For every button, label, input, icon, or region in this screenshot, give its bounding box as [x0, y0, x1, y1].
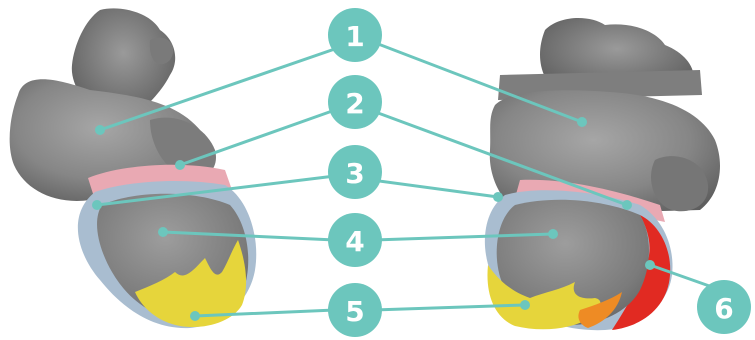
dot-1-left	[95, 125, 105, 135]
dot-5-left	[190, 311, 200, 321]
dot-6	[645, 260, 655, 270]
right-heart	[485, 18, 720, 330]
dot-3-left	[92, 200, 102, 210]
dot-2-right	[622, 200, 632, 210]
badge-2-text: 2	[345, 87, 364, 120]
dot-4-left	[158, 227, 168, 237]
dot-3-right	[493, 192, 503, 202]
badge-5: 5	[328, 283, 382, 337]
badge-6: 6	[697, 280, 751, 334]
badge-1-text: 1	[345, 20, 364, 53]
badge-4: 4	[328, 213, 382, 267]
badge-3: 3	[328, 145, 382, 199]
badge-2: 2	[328, 75, 382, 129]
badge-4-text: 4	[345, 225, 364, 258]
callout-line-3-right	[372, 180, 498, 197]
badge-3-text: 3	[345, 157, 364, 190]
dot-1-right	[577, 117, 587, 127]
badge-5-text: 5	[345, 295, 364, 328]
dot-5-right	[520, 300, 530, 310]
badge-6-text: 6	[714, 292, 733, 325]
dot-4-right	[548, 229, 558, 239]
left-heart	[10, 8, 257, 328]
dot-2-left	[175, 160, 185, 170]
badge-1: 1	[328, 8, 382, 62]
